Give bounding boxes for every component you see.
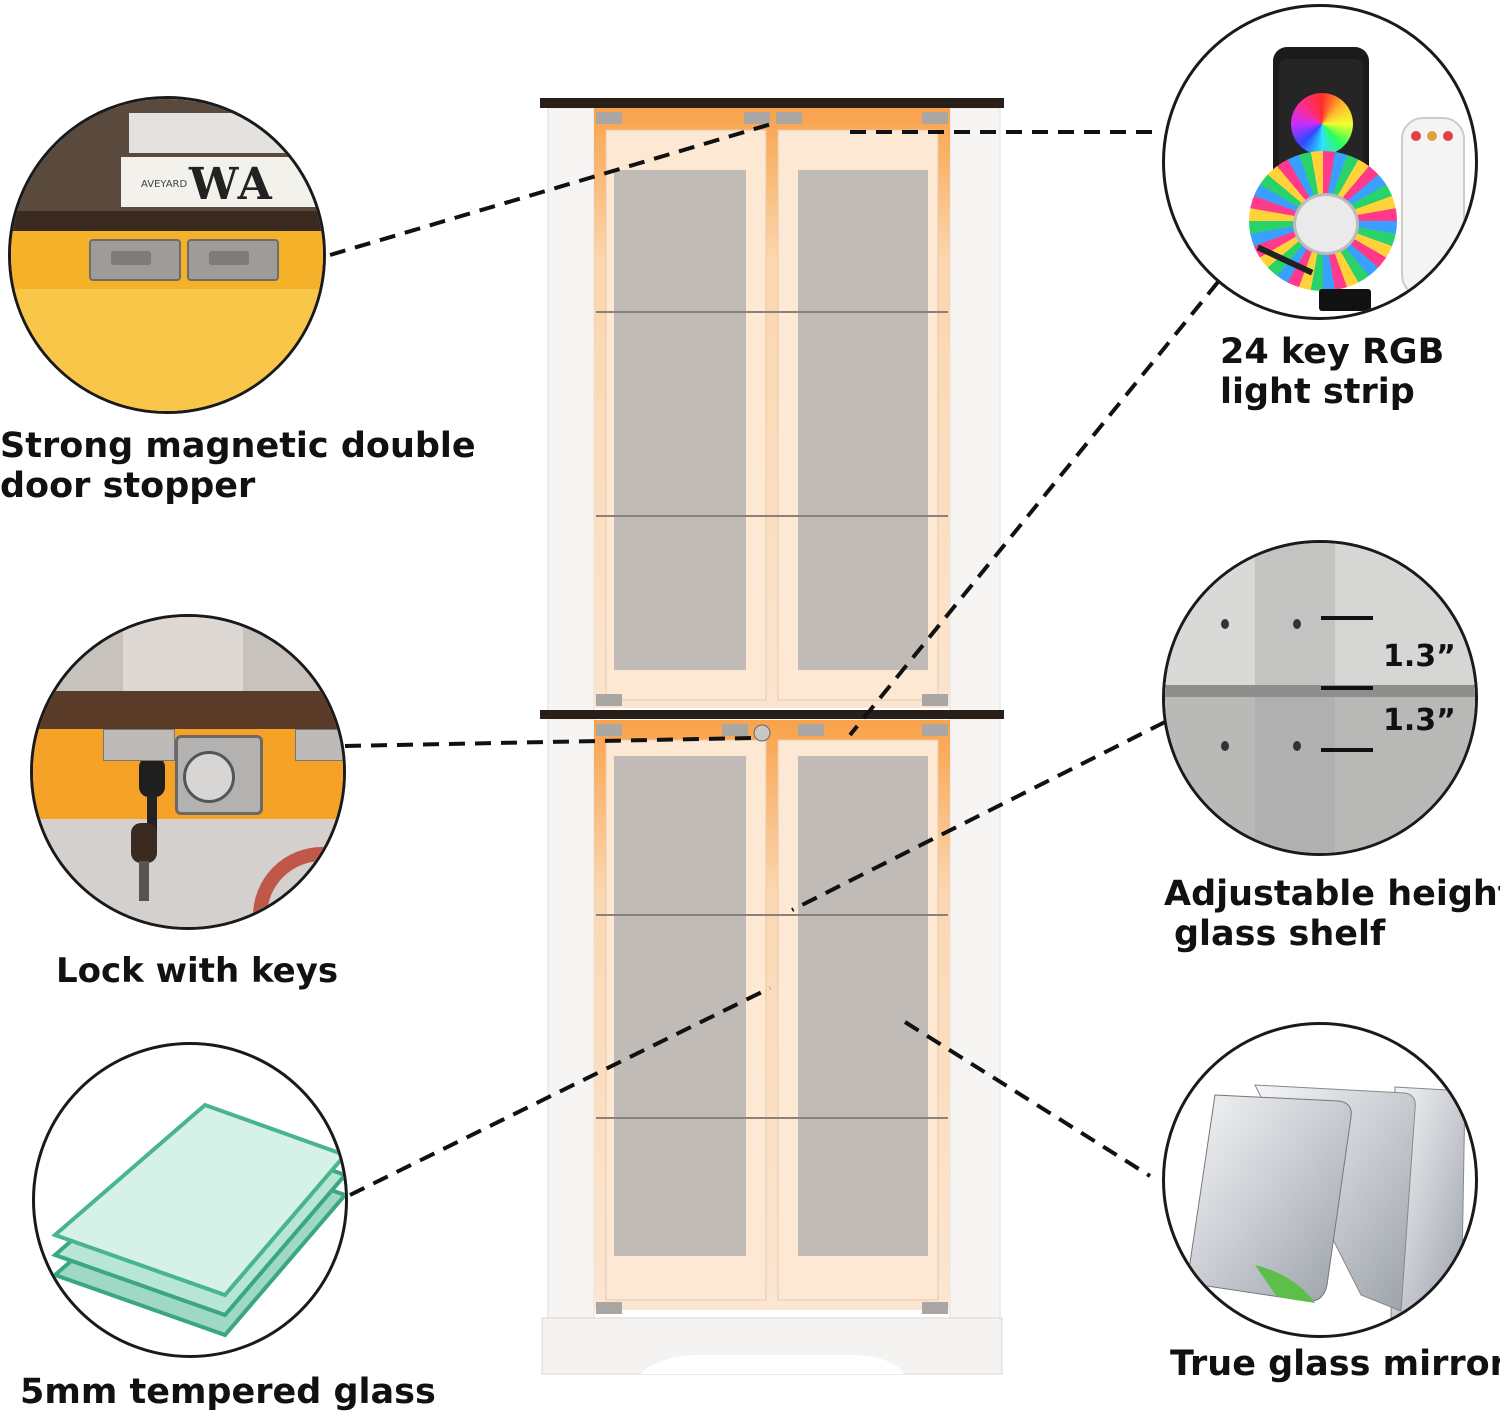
adjustable-shelf-detail-image: 1.3” 1.3”	[1162, 540, 1478, 856]
remote-control-icon	[1401, 117, 1465, 297]
mirror-panels-icon	[1186, 1084, 1466, 1326]
book-spine-text: WA	[189, 159, 274, 210]
adjustable-shelf-caption: Adjustable height glass shelf	[1164, 874, 1500, 955]
lock-caption: Lock with keys	[56, 951, 339, 991]
adjustable-shelf-caption-line2: glass shelf	[1174, 914, 1386, 955]
shelf-spacing-top: 1.3”	[1383, 639, 1456, 674]
upper-doors	[605, 129, 939, 701]
glass-shelves	[596, 311, 948, 1119]
leader-lines	[329, 120, 1220, 1197]
rgb-strip-caption: 24 key RGB light strip	[1220, 332, 1444, 413]
tempered-glass-detail-image	[32, 1042, 348, 1358]
key-icon	[131, 823, 157, 863]
mirror-detail-image	[1162, 1022, 1478, 1338]
cabinet-lock	[753, 724, 771, 742]
adjustable-shelf-caption-line1: Adjustable height	[1164, 874, 1500, 914]
door-stopper-detail-image: AVEYARD WA	[8, 96, 326, 414]
tempered-glass-caption: 5mm tempered glass	[20, 1372, 436, 1412]
lock-cylinder	[183, 751, 235, 803]
key-icon	[139, 757, 165, 797]
door-stopper-caption: Strong magnetic double door stopper	[0, 426, 476, 507]
book-spine-small-text: AVEYARD	[141, 179, 188, 190]
controller-box	[1319, 289, 1371, 311]
lower-doors	[605, 739, 939, 1301]
mirror-caption: True glass mirror	[1170, 1344, 1500, 1384]
color-wheel-icon	[1291, 93, 1353, 155]
rgb-strip-caption-line1: 24 key RGB	[1220, 332, 1445, 372]
rgb-strip-detail-image	[1162, 4, 1478, 320]
lock-detail-image	[30, 614, 346, 930]
glass-pane-icon	[51, 1102, 345, 1338]
top-frame	[540, 98, 1004, 108]
door-stopper-caption-line1: Strong magnetic double	[0, 426, 476, 466]
shelf-spacing-bottom: 1.3”	[1383, 703, 1456, 738]
rgb-strip-caption-line2: light strip	[1220, 372, 1415, 413]
middle-frame	[540, 710, 1004, 719]
door-stopper-caption-line2: door stopper	[0, 466, 256, 507]
